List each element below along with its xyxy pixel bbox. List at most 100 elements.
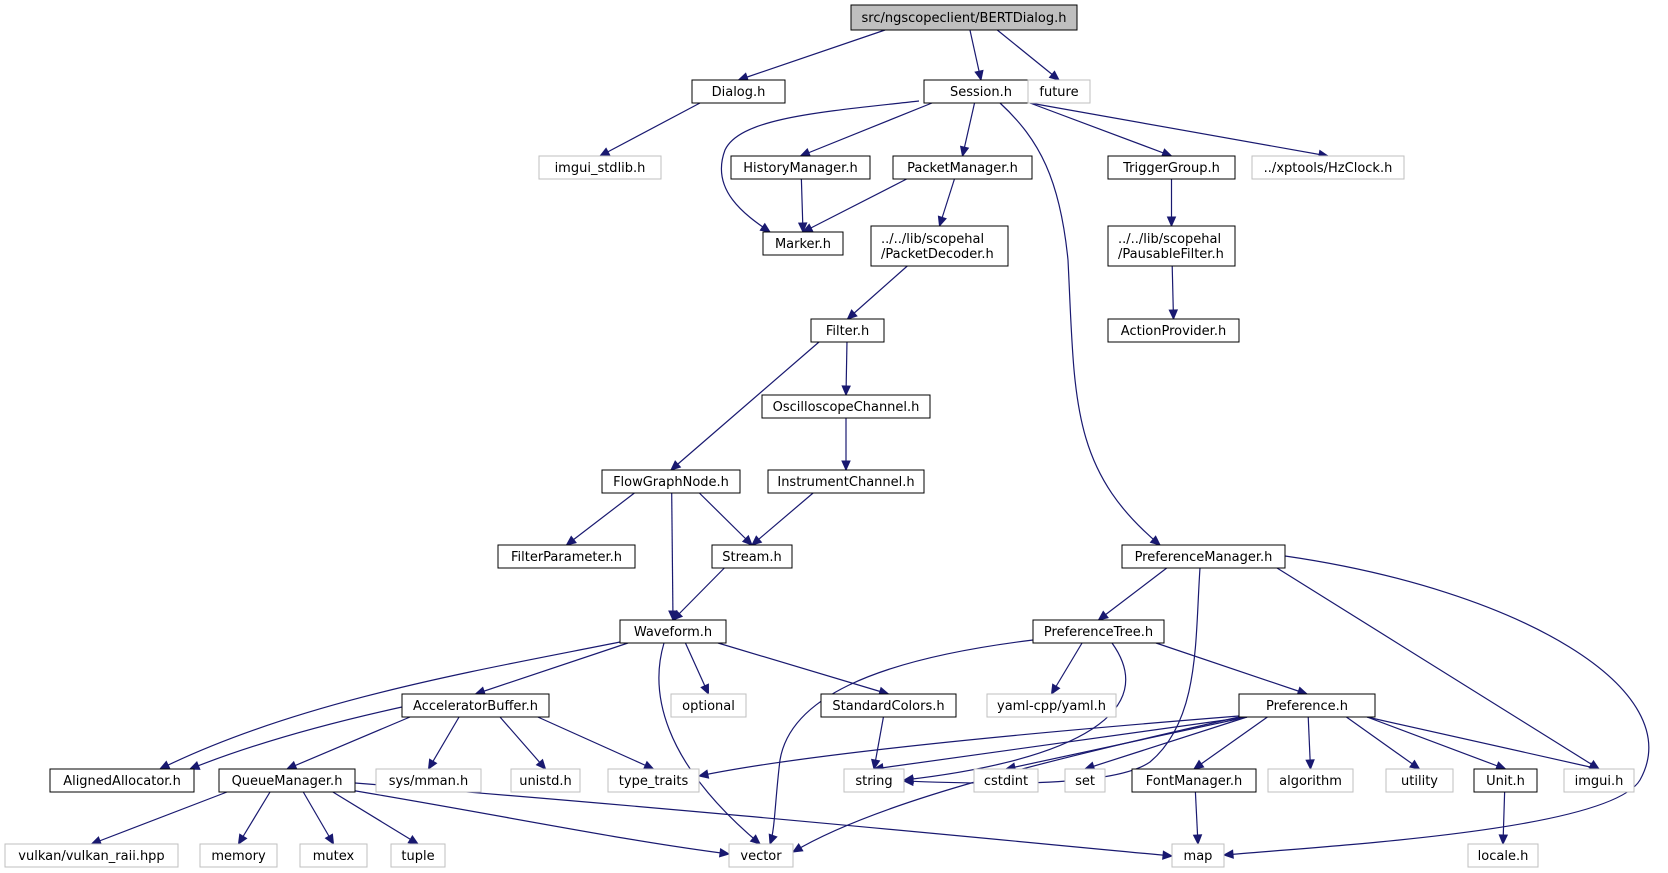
edge-arrowhead (718, 848, 731, 858)
node-hzclock: ../xptools/HzClock.h (1251, 155, 1405, 180)
node-filter[interactable]: Filter.h (810, 318, 885, 343)
edge-line (698, 715, 1240, 777)
node-instrchannel[interactable]: InstrumentChannel.h (767, 469, 925, 494)
node-label: optional (682, 699, 735, 714)
edge-line (671, 492, 674, 621)
edge-arrowhead (324, 833, 335, 846)
node-dialog[interactable]: Dialog.h (691, 79, 786, 104)
node-historymgr[interactable]: HistoryManager.h (730, 155, 871, 180)
edge-root-to-future (996, 29, 1060, 81)
node-filterparam[interactable]: FilterParameter.h (497, 544, 636, 569)
edge-line (720, 100, 920, 233)
node-actionprovider[interactable]: ActionProvider.h (1107, 318, 1240, 343)
node-prefmgr[interactable]: PreferenceManager.h (1121, 544, 1286, 569)
node-vulkan: vulkan/vulkan_raii.hpp (4, 843, 179, 868)
edge-flowgraphnode-to-filterparam (565, 492, 635, 546)
node-box (810, 318, 885, 343)
edge-prefmgr-to-preftree (1097, 567, 1168, 621)
node-label: InstrumentChannel.h (777, 475, 914, 490)
node-flowgraphnode[interactable]: FlowGraphNode.h (601, 469, 741, 494)
edge-line (847, 265, 908, 320)
node-box (870, 225, 1009, 267)
node-fontmgr[interactable]: FontManager.h (1131, 768, 1257, 793)
node-box (299, 843, 368, 868)
node-string: string (843, 768, 905, 793)
edge-fontmgr-to-map (1192, 791, 1203, 846)
node-box (1238, 693, 1376, 718)
edge-arrowhead (871, 758, 881, 771)
node-label: AlignedAllocator.h (63, 774, 181, 789)
node-box (892, 155, 1033, 180)
node-label: Dialog.h (712, 85, 766, 100)
node-algorithm: algorithm (1267, 768, 1354, 793)
edge-arrowhead (407, 834, 420, 845)
node-label: FontManager.h (1146, 774, 1242, 789)
node-sysmman: sys/mman.h (375, 768, 482, 793)
node-preftree[interactable]: PreferenceTree.h (1032, 619, 1165, 644)
node-box (973, 768, 1039, 793)
node-box (1171, 843, 1225, 868)
node-alignedalloc[interactable]: AlignedAllocator.h (49, 768, 195, 793)
node-typetraits: type_traits (607, 768, 700, 793)
node-oscchannel[interactable]: OscilloscopeChannel.h (761, 394, 931, 419)
edge-session-to-packetmgr (959, 102, 976, 158)
edge-preference-to-set (1083, 716, 1248, 771)
node-box (4, 843, 179, 868)
edge-arrowhead (188, 761, 201, 770)
node-session[interactable]: Session.h (923, 79, 1039, 104)
node-triggergroup[interactable]: TriggerGroup.h (1107, 155, 1236, 180)
node-stdcolors[interactable]: StandardColors.h (820, 693, 957, 718)
node-label: ActionProvider.h (1121, 324, 1226, 339)
edge-arrowhead (670, 460, 682, 471)
edge-queuemgr-to-vulkan (90, 791, 228, 846)
node-tuple: tuple (390, 843, 446, 868)
edge-arrowhead (598, 147, 611, 157)
edge-arrowhead (797, 222, 808, 234)
edge-arrowhead (1168, 309, 1179, 321)
node-root[interactable]: src/ngscopeclient/BERTDialog.h (850, 4, 1078, 31)
node-box (1267, 768, 1354, 793)
node-waveform[interactable]: Waveform.h (619, 619, 727, 644)
edge-arrowhead (1408, 759, 1421, 770)
node-queuemgr[interactable]: QueueManager.h (218, 768, 356, 793)
node-label: Waveform.h (634, 625, 712, 640)
edge-packetdecoder-to-filter (846, 265, 908, 320)
node-unit[interactable]: Unit.h (1473, 768, 1538, 793)
edge-root-to-session (969, 29, 984, 82)
edge-arrowhead (902, 774, 914, 784)
edge-arrowhead (642, 760, 655, 770)
node-label: PreferenceTree.h (1044, 625, 1153, 640)
edge-arrowhead (937, 215, 947, 228)
node-box (843, 768, 905, 793)
node-box (711, 544, 793, 569)
edge-waveform-to-alignedalloc (158, 641, 621, 770)
node-label: imgui.h (1575, 774, 1624, 789)
node-accelbuf[interactable]: AcceleratorBuffer.h (401, 693, 550, 718)
node-pausablefilter[interactable]: ../../lib/scopehal/PausableFilter.h (1107, 225, 1236, 267)
node-optional: optional (670, 693, 747, 718)
node-label: /PacketDecoder.h (881, 247, 994, 262)
edge-arrowhead (427, 758, 438, 771)
edge-queuemgr-to-memory (237, 791, 271, 846)
node-label: ../../lib/scopehal (1118, 232, 1221, 247)
edge-waveform-to-accelbuf (474, 642, 629, 696)
edge-line (658, 642, 761, 845)
node-imgui: imgui.h (1563, 768, 1635, 793)
node-stream[interactable]: Stream.h (711, 544, 793, 569)
node-label: HistoryManager.h (743, 161, 857, 176)
node-preference[interactable]: Preference.h (1238, 693, 1376, 718)
edge-arrowhead (700, 683, 710, 696)
node-packetdecoder[interactable]: ../../lib/scopehal/PacketDecoder.h (870, 225, 1009, 267)
node-packetmgr[interactable]: PacketManager.h (892, 155, 1033, 180)
edge-preftree-to-preference (1155, 642, 1309, 696)
edge-line (999, 102, 1161, 546)
node-box (619, 619, 727, 644)
node-label: cstdint (984, 774, 1028, 789)
edge-preference-to-imgui (1366, 716, 1601, 772)
node-box (1027, 79, 1091, 104)
edge-preference-to-algorithm (1305, 716, 1315, 771)
node-label: Unit.h (1486, 774, 1525, 789)
node-marker[interactable]: Marker.h (762, 231, 844, 256)
edge-waveform-to-stdcolors (717, 642, 890, 696)
